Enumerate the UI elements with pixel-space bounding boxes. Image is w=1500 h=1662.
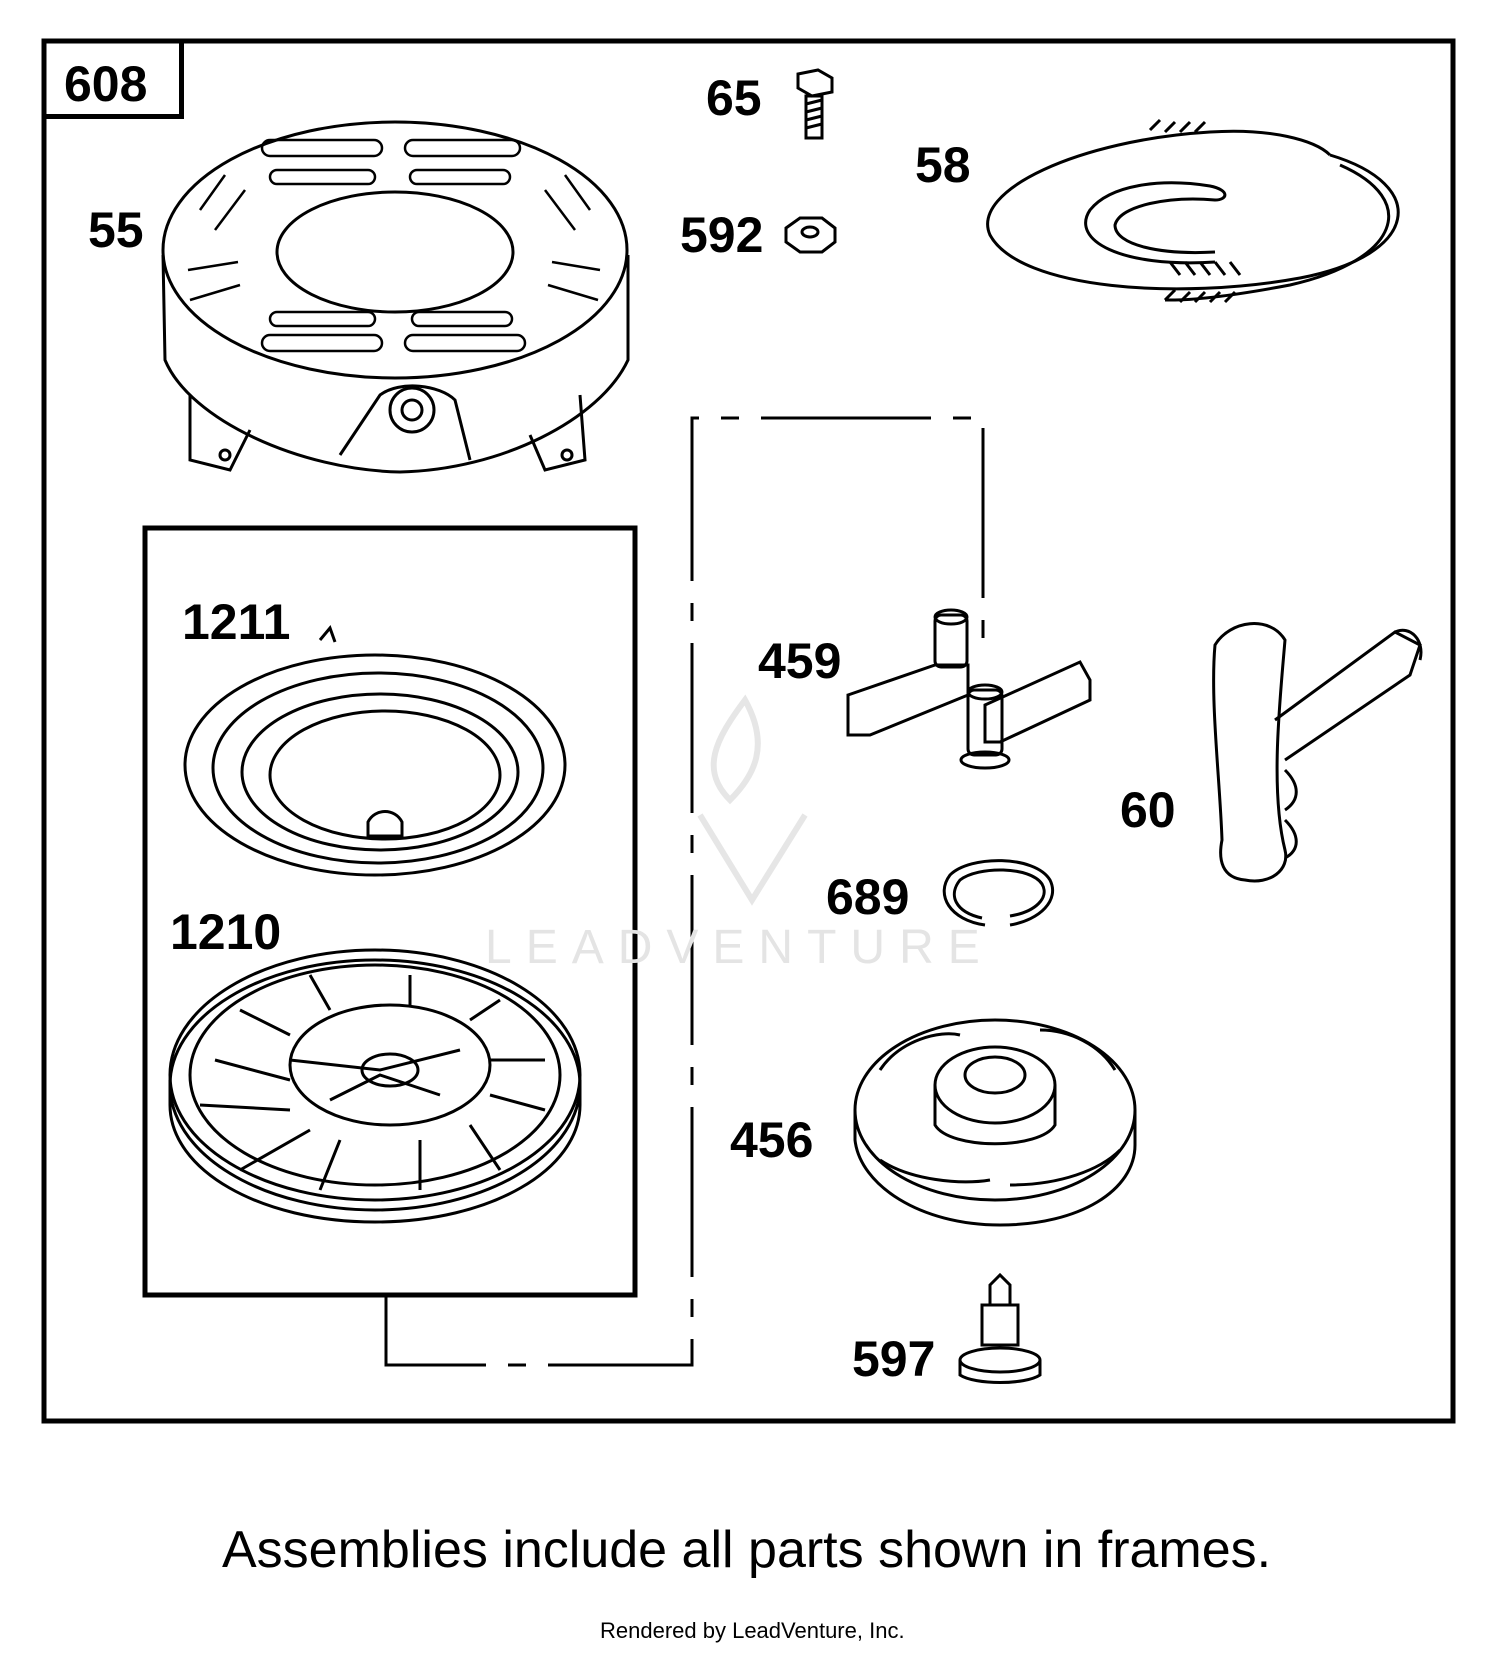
callout-456: 456 (730, 1112, 814, 1168)
diagram-caption: Assemblies include all parts shown in fr… (222, 1521, 1272, 1579)
callout-65: 65 (706, 70, 762, 126)
callout-55: 55 (88, 202, 144, 258)
callout-689: 689 (826, 869, 910, 925)
callout-58: 58 (915, 137, 971, 193)
pulley-1210 (168, 948, 582, 1224)
footer-credit: Rendered by LeadVenture, Inc. (600, 1618, 905, 1643)
bolt-65 (796, 68, 834, 140)
watermark-text: LEADVENTURE (485, 921, 994, 974)
starter-rope-58 (986, 118, 1400, 304)
ratchet-456 (853, 1018, 1137, 1227)
assembly-tag-label: 608 (64, 56, 148, 112)
retainer-ring-689 (942, 859, 1055, 927)
starter-housing-55 (161, 120, 630, 474)
screw-597 (958, 1272, 1042, 1384)
outer-frame (41, 38, 1456, 1424)
nut-592 (784, 216, 837, 254)
inner-assembly-frame (142, 525, 638, 1298)
callout-597: 597 (852, 1331, 936, 1387)
callout-1211: 1211 (182, 594, 291, 650)
callout-60: 60 (1120, 782, 1176, 838)
assembly-connector-line (384, 416, 985, 1367)
callout-1210: 1210 (170, 904, 282, 960)
callout-592: 592 (680, 207, 764, 263)
assembly-tag: 608 (44, 41, 184, 119)
starter-dogs-459 (846, 608, 1092, 770)
starter-handle-60 (1212, 622, 1423, 883)
recoil-spring-1211 (183, 625, 567, 877)
callout-459: 459 (758, 633, 842, 689)
watermark-logo (697, 694, 808, 906)
